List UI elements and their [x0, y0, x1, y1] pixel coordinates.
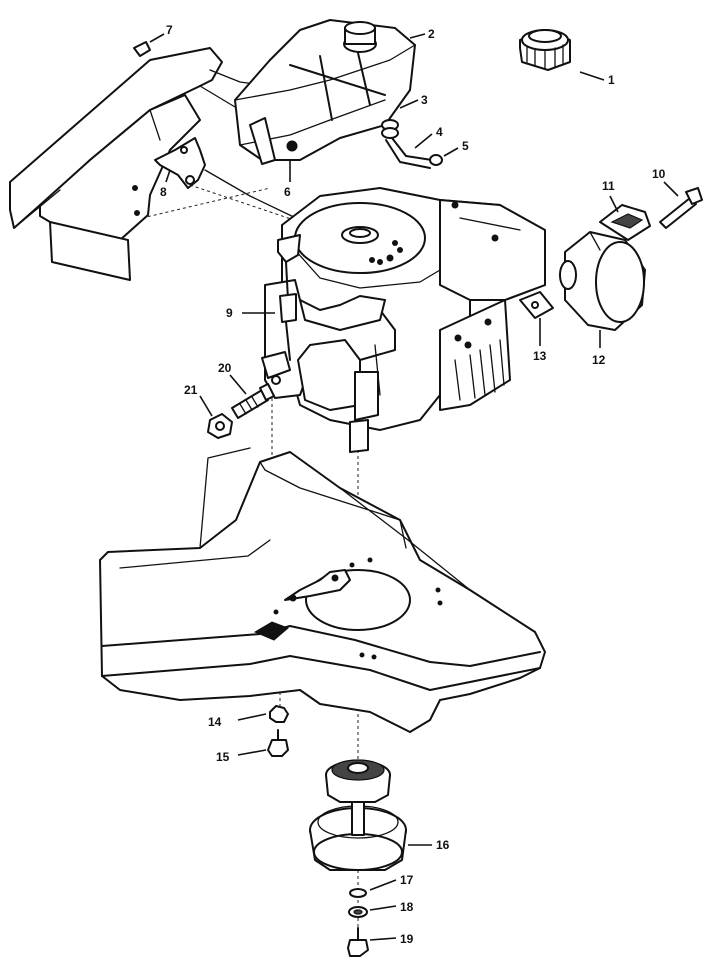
callout-3: 3 — [421, 93, 428, 107]
lockwasher-and-bolt-left — [267, 705, 289, 757]
muffler-assembly — [519, 187, 703, 331]
engine-shroud-cover — [9, 47, 271, 281]
washers-and-bolt-bottom — [347, 888, 369, 957]
callout-11: 11 — [602, 179, 615, 193]
callout-12: 12 — [592, 353, 606, 367]
callout-5: 5 — [462, 139, 469, 153]
callout-13: 13 — [533, 349, 547, 363]
callout-21: 21 — [184, 383, 198, 397]
mower-deck — [99, 447, 546, 733]
callout-14: 14 — [208, 715, 222, 729]
drive-pulley — [309, 759, 407, 871]
callout-15: 15 — [216, 750, 230, 764]
callout-labels: 1 2 3 4 5 6 7 8 9 10 11 12 13 14 15 16 1… — [160, 23, 666, 946]
fuel-tank — [234, 19, 416, 165]
callout-6: 6 — [284, 185, 291, 199]
callout-7: 7 — [166, 23, 173, 37]
throttle-bracket — [133, 41, 301, 221]
callout-19: 19 — [400, 932, 414, 946]
callout-18: 18 — [400, 900, 414, 914]
fuel-cap — [519, 29, 571, 71]
callout-1: 1 — [608, 73, 615, 87]
callout-8: 8 — [160, 185, 167, 199]
callout-17: 17 — [400, 873, 414, 887]
fuel-line-and-clamps — [381, 119, 443, 169]
callout-2: 2 — [428, 27, 435, 41]
callout-4: 4 — [436, 125, 443, 139]
engine — [261, 187, 546, 453]
callout-20: 20 — [218, 361, 232, 375]
callout-9: 9 — [226, 306, 233, 320]
bolt-and-nut — [207, 383, 275, 439]
callout-10: 10 — [652, 167, 666, 181]
callout-leaders — [149, 33, 679, 941]
callout-16: 16 — [436, 838, 450, 852]
